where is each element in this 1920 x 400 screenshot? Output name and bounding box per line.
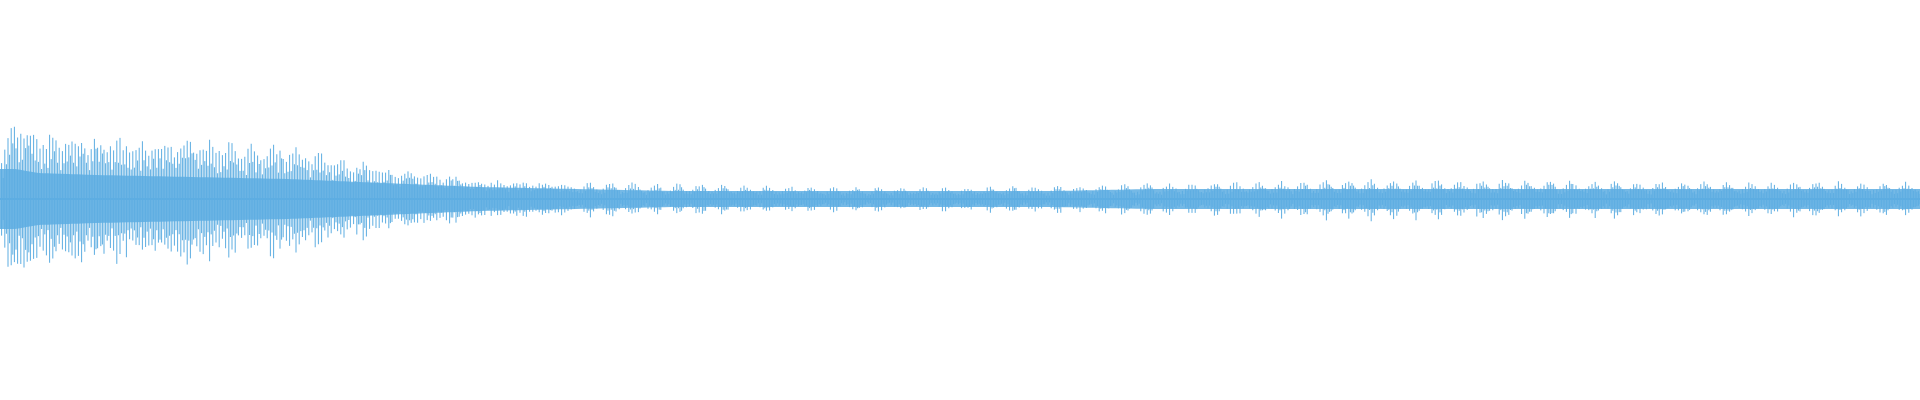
waveform-series: [0, 126, 1920, 268]
